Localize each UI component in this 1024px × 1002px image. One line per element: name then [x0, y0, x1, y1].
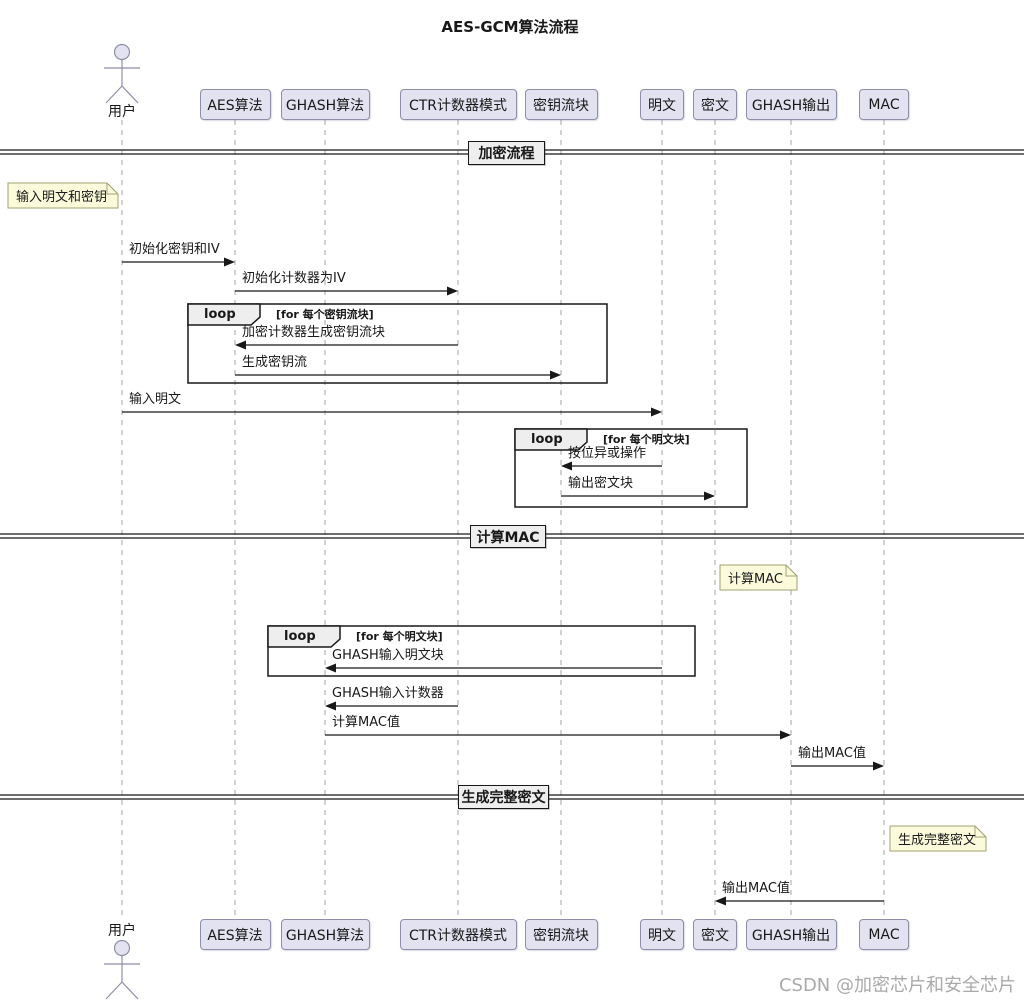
message-label-1: 初始化计数器为IV — [242, 271, 346, 286]
participant-top-MAC: MAC — [859, 89, 909, 120]
note-shape-2 — [889, 825, 987, 852]
participant-bottom-密文: 密文 — [693, 919, 737, 950]
loop-condition-0: [for 每个密钥流块] — [276, 308, 374, 321]
message-label-5: 按位异或操作 — [568, 446, 647, 461]
note-shape-1 — [719, 564, 798, 591]
message-arrowhead-4 — [651, 407, 662, 417]
message-label-11: 输出MAC值 — [722, 881, 790, 896]
note-1: 计算MAC — [728, 572, 783, 587]
message-arrowhead-0 — [224, 257, 235, 267]
participant-top-GHASH算法: GHASH算法 — [280, 89, 370, 120]
message-arrowhead-8 — [325, 701, 336, 711]
participant-bottom-MAC: MAC — [859, 919, 909, 950]
divider-加密流程: 加密流程 — [468, 141, 545, 165]
loop-keyword-2: loop — [284, 629, 316, 644]
participant-top-GHASH输出: GHASH输出 — [745, 89, 837, 120]
loop-keyword-1: loop — [531, 432, 563, 447]
message-arrowhead-3 — [550, 370, 561, 380]
participant-bottom-GHASH输出: GHASH输出 — [745, 919, 837, 950]
participant-bottom-GHASH算法: GHASH算法 — [280, 919, 370, 950]
message-label-10: 输出MAC值 — [798, 746, 866, 761]
loop-frame-0 — [187, 303, 608, 384]
actor-bottom-leg-right — [121, 981, 139, 1000]
participant-top-密钥流块: 密钥流块 — [524, 89, 598, 120]
participant-top-密文: 密文 — [693, 89, 737, 120]
participant-bottom-密钥流块: 密钥流块 — [524, 919, 598, 950]
loop-frame-1 — [514, 428, 748, 508]
diagram-title: AES-GCM算法流程 — [441, 18, 579, 36]
note-fold-0 — [106, 183, 118, 195]
participant-top-CTR计数器模式: CTR计数器模式 — [399, 89, 517, 120]
message-arrowhead-5 — [561, 461, 572, 471]
message-arrowhead-7 — [325, 663, 336, 673]
divider-生成完整密文: 生成完整密文 — [458, 785, 549, 809]
message-arrowhead-2 — [235, 340, 246, 350]
message-label-3: 生成密钥流 — [242, 355, 308, 370]
message-label-0: 初始化密钥和IV — [129, 242, 220, 257]
watermark: CSDN @加密芯片和安全芯片 — [778, 975, 1016, 996]
loop-header-1 — [514, 428, 588, 451]
message-arrowhead-10 — [873, 761, 884, 771]
actor-top-head — [113, 43, 131, 61]
divider-计算MAC: 计算MAC — [470, 525, 546, 548]
message-arrowhead-9 — [780, 730, 791, 740]
note-shape-0 — [7, 182, 119, 209]
message-label-7: GHASH输入明文块 — [332, 648, 444, 663]
loop-condition-2: [for 每个明文块] — [356, 630, 443, 643]
message-arrowhead-6 — [704, 491, 715, 501]
note-fold-1 — [785, 565, 797, 577]
loop-header-2 — [267, 625, 341, 648]
participant-bottom-明文: 明文 — [640, 919, 684, 950]
actor-bottom-label: 用户 — [108, 923, 136, 939]
participant-top-AES算法: AES算法 — [199, 89, 271, 120]
loop-frame-2 — [267, 625, 696, 677]
actor-top-label: 用户 — [108, 104, 136, 120]
participant-top-明文: 明文 — [640, 89, 684, 120]
actor-bottom-leg-left — [105, 981, 123, 1000]
message-arrowhead-11 — [715, 896, 726, 906]
message-label-9: 计算MAC值 — [332, 715, 400, 730]
note-fold-2 — [974, 826, 986, 838]
message-label-2: 加密计数器生成密钥流块 — [242, 325, 386, 340]
loop-header-0 — [187, 303, 261, 326]
actor-top-leg-left — [105, 85, 123, 104]
message-label-6: 输出密文块 — [568, 476, 634, 491]
loop-condition-1: [for 每个明文块] — [603, 433, 690, 446]
participant-bottom-AES算法: AES算法 — [199, 919, 271, 950]
note-2: 生成完整密文 — [898, 833, 977, 848]
loop-keyword-0: loop — [204, 307, 236, 322]
message-arrowhead-1 — [447, 286, 458, 296]
actor-top-leg-right — [121, 85, 139, 104]
message-label-8: GHASH输入计数器 — [332, 686, 444, 701]
message-label-4: 输入明文 — [129, 392, 182, 407]
participant-bottom-CTR计数器模式: CTR计数器模式 — [399, 919, 517, 950]
note-0: 输入明文和密钥 — [16, 190, 108, 205]
actor-bottom-head — [113, 939, 131, 957]
